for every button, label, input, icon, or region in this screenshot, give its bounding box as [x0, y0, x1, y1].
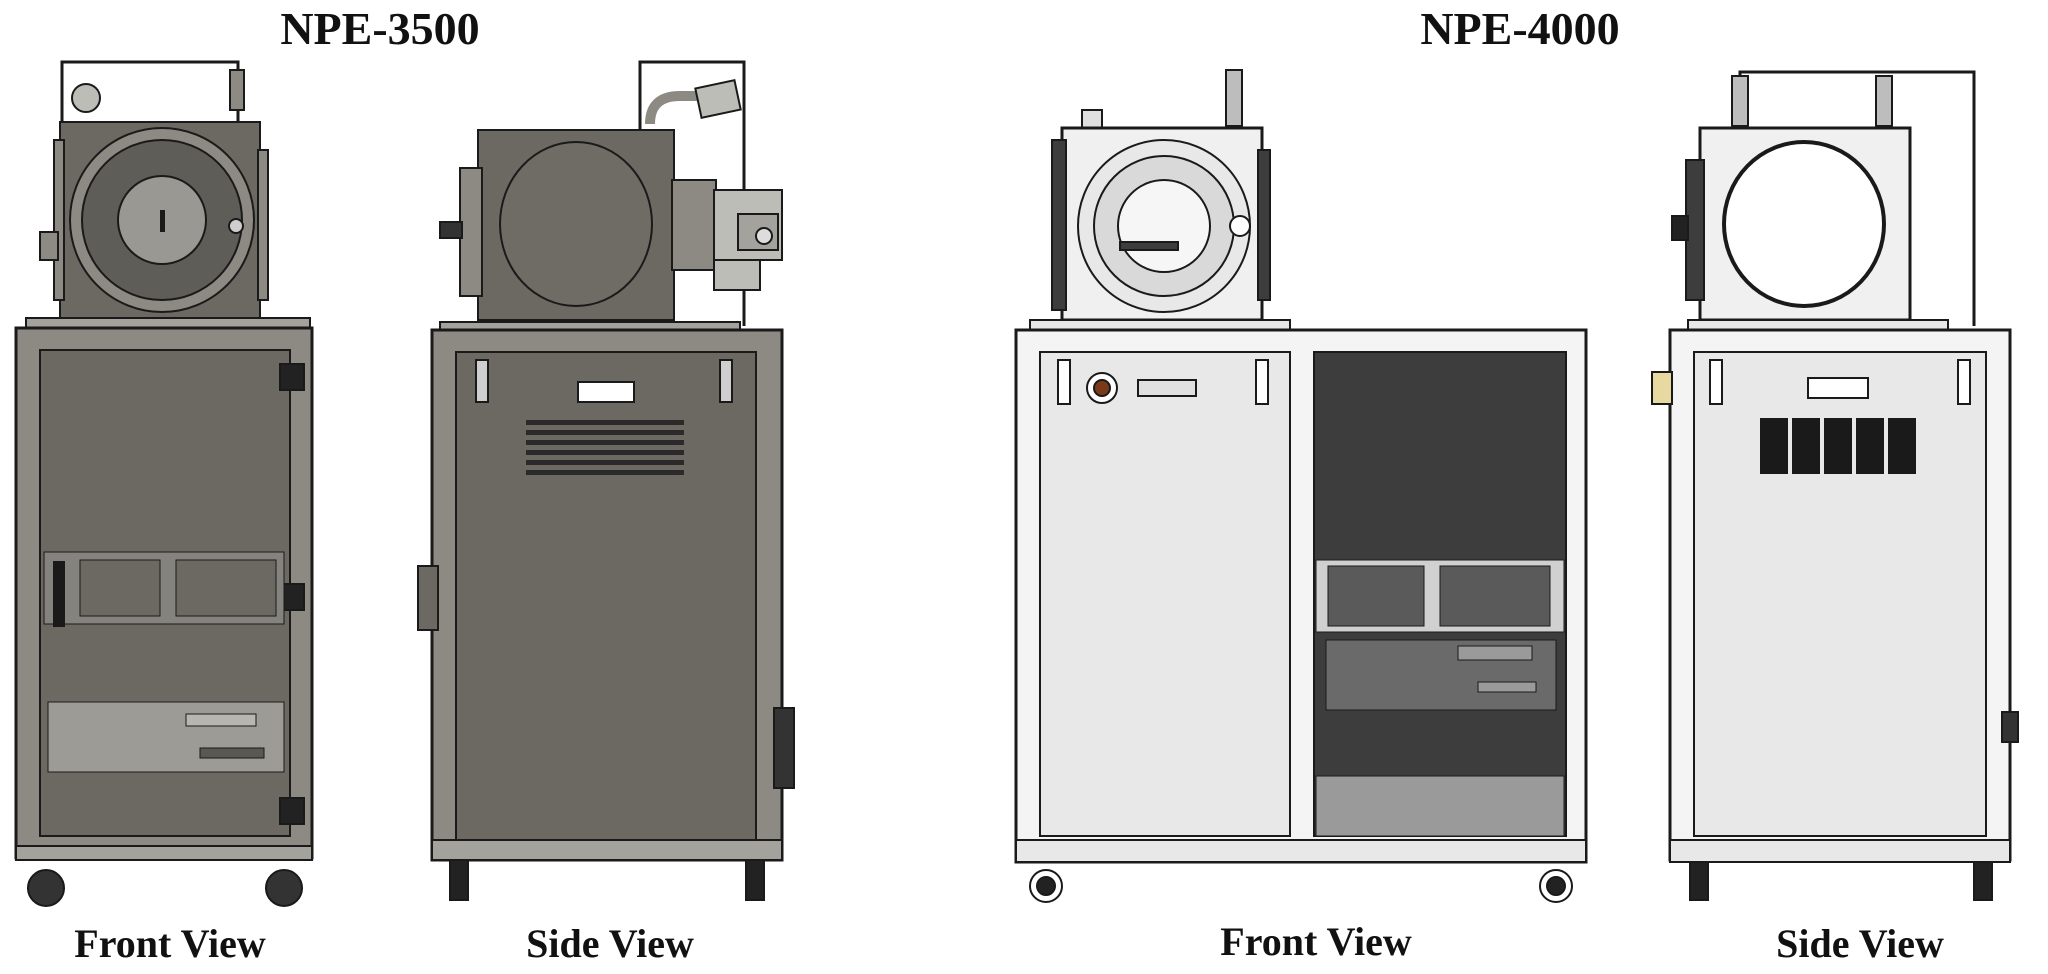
- view-label-npe-4000-front: Front View: [1220, 919, 1412, 964]
- npe-4000-front-view: [1014, 69, 1588, 903]
- view-label-npe-3500-front: Front View: [74, 921, 266, 966]
- view-label-npe-4000-side: Side View: [1776, 921, 1944, 966]
- npe-3500-front-view: [14, 60, 314, 907]
- npe-3500-side-view: [417, 60, 795, 901]
- view-label-npe-3500-side: Side View: [526, 921, 694, 966]
- model-title-npe-3500: NPE-3500: [280, 3, 480, 54]
- npe-4000-side-view: [1651, 70, 2019, 901]
- model-title-npe-4000: NPE-4000: [1420, 3, 1620, 54]
